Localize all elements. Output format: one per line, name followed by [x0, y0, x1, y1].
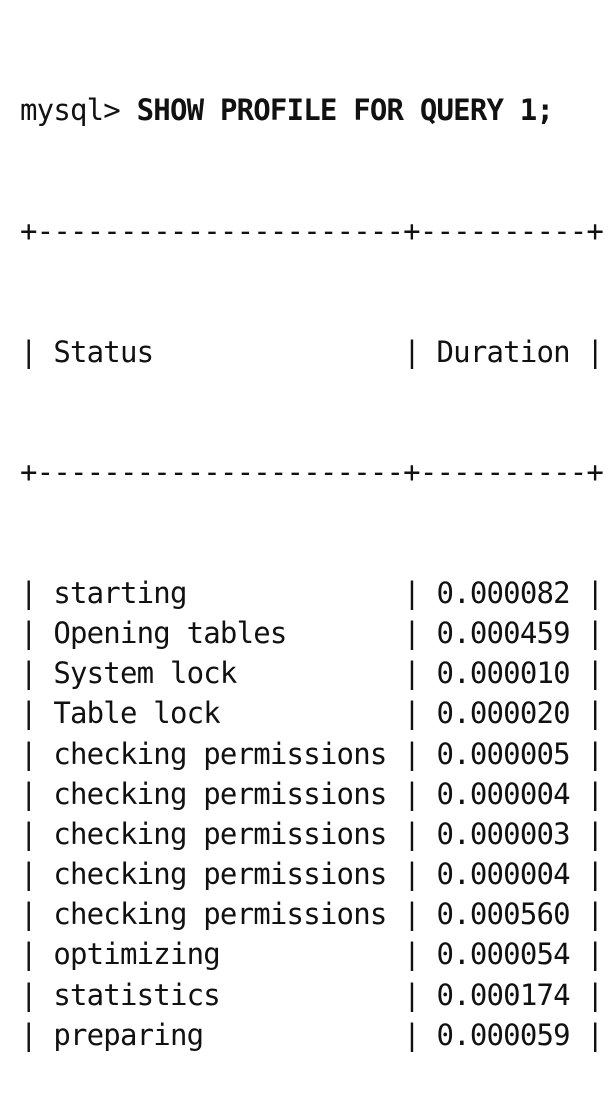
row-duration: 0.000003 — [436, 816, 571, 851]
row-status: checking permissions — [53, 736, 387, 771]
table-body: | starting | 0.000082 | | Opening tables … — [20, 573, 604, 1055]
table-row: | checking permissions | 0.000004 | — [20, 776, 604, 811]
table-row: | statistics | 0.000174 | — [20, 977, 604, 1012]
row-status: checking permissions — [53, 776, 387, 811]
row-duration: 0.000459 — [436, 615, 571, 650]
table-row: | optimizing | 0.000054 | — [20, 937, 604, 972]
row-status: System lock — [53, 656, 387, 691]
row-status: starting — [53, 575, 387, 610]
prompt-line: mysql> SHOW PROFILE FOR QUERY 1; — [20, 90, 603, 130]
row-duration: 0.000010 — [436, 656, 571, 691]
row-status: checking permissions — [53, 857, 387, 892]
terminal-output: mysql> SHOW PROFILE FOR QUERY 1; +------… — [20, 10, 604, 1095]
sql-command: SHOW PROFILE FOR QUERY 1; — [136, 93, 554, 128]
row-duration: 0.000005 — [436, 736, 571, 771]
header-status: Status — [53, 334, 387, 369]
mysql-prompt: mysql> — [20, 93, 121, 128]
row-status: Table lock — [53, 696, 387, 731]
table-row: | System lock | 0.000010 | — [20, 656, 604, 691]
row-status: checking permissions — [53, 816, 387, 851]
row-duration: 0.000004 — [436, 857, 571, 892]
row-duration: 0.000082 — [436, 575, 571, 610]
header-duration: Duration — [436, 334, 571, 369]
row-duration: 0.000560 — [436, 897, 571, 932]
row-duration: 0.000174 — [436, 977, 571, 1012]
row-status: Opening tables — [53, 615, 387, 650]
row-status: checking permissions — [53, 897, 387, 932]
row-duration: 0.000020 — [436, 696, 571, 731]
table-row: | preparing | 0.000059 | — [20, 1017, 604, 1052]
table-header-row: | Status | Duration | — [20, 334, 604, 369]
table-row: | checking permissions | 0.000560 | — [20, 897, 604, 932]
table-row: | Table lock | 0.000020 | — [20, 696, 604, 731]
table-row: | Opening tables | 0.000459 | — [20, 615, 604, 650]
row-duration: 0.000054 — [436, 937, 571, 972]
row-duration: 0.000059 — [436, 1017, 571, 1052]
table-border-mid: +----------------------+----------+ — [20, 455, 604, 490]
table-border-top: +----------------------+----------+ — [20, 214, 604, 248]
row-duration: 0.000004 — [436, 776, 571, 811]
table-row: | starting | 0.000082 | — [20, 575, 604, 610]
table-row: | checking permissions | 0.000004 | — [20, 857, 604, 892]
row-status: optimizing — [53, 937, 387, 972]
table-row: | checking permissions | 0.000005 | — [20, 736, 604, 771]
row-status: preparing — [53, 1017, 387, 1052]
table-row: | checking permissions | 0.000003 | — [20, 816, 604, 851]
row-status: statistics — [53, 977, 387, 1012]
